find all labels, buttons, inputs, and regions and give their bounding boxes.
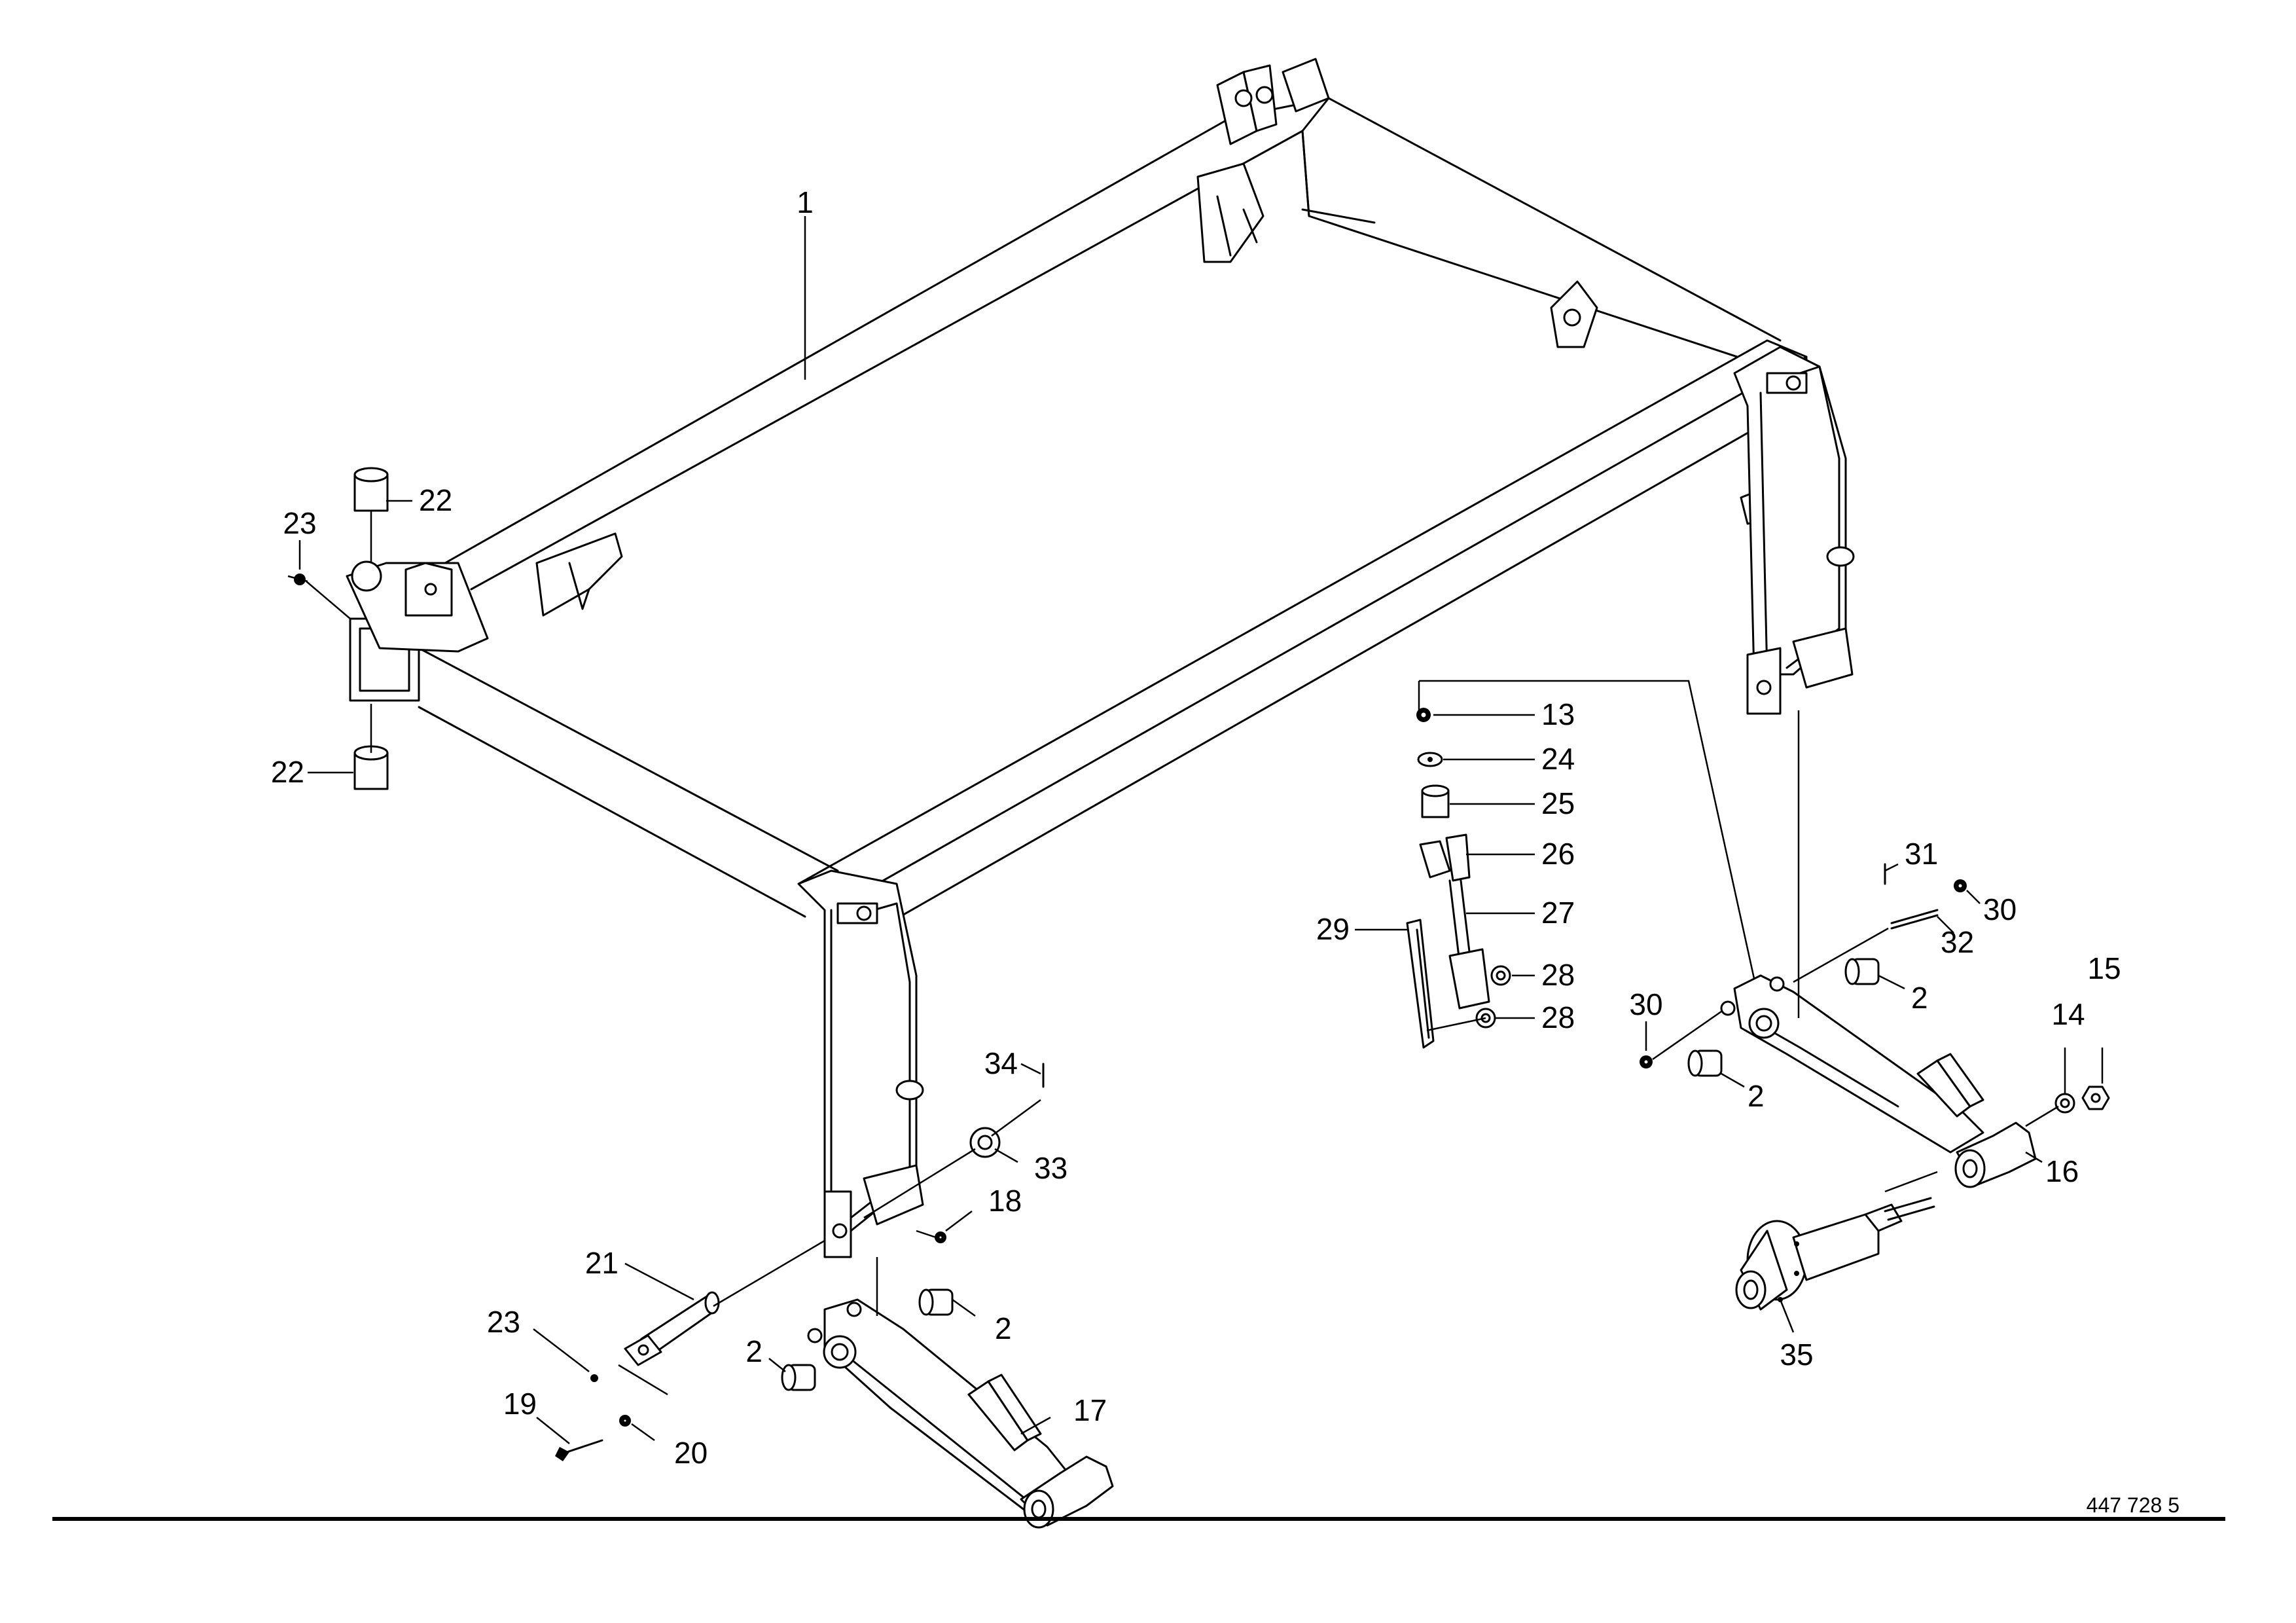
shock-absorber-assembly [1406,680,1762,1049]
callout-32: 32 [1941,925,1974,959]
callout-30-right: 30 [1983,892,2017,926]
callout-25: 25 [1541,786,1575,820]
callout-22-top: 22 [419,483,452,517]
callout-34: 34 [984,1046,1018,1080]
pin-assembly-left [555,1063,1045,1461]
callout-2-left-lower: 2 [745,1334,762,1368]
callout-22-bottom: 22 [271,755,304,789]
right-swing-arm-16 [1640,710,2110,1193]
callout-28-upper: 28 [1541,958,1575,992]
bushing-22-top [353,467,389,563]
right-front-leg [1733,346,1855,715]
callout-27: 27 [1541,896,1575,930]
left-swing-arm-17 [781,1257,1114,1529]
callout-35: 35 [1780,1338,1813,1372]
callout-30-left: 30 [1629,987,1662,1021]
callout-13: 13 [1541,697,1575,731]
callout-26: 26 [1541,837,1575,871]
callout-20: 20 [674,1436,708,1470]
callout-16: 16 [2045,1154,2079,1188]
document-number: 447 728 5 [2087,1493,2179,1517]
callout-31: 31 [1905,837,1938,871]
callout-labels: 1 22 23 22 13 24 25 26 27 29 28 28 31 30… [271,185,2121,1470]
callout-17: 17 [1073,1393,1107,1427]
callout-2-right-upper: 2 [1911,981,1928,1015]
callout-19: 19 [503,1387,537,1421]
callout-2-left-upper: 2 [995,1311,1012,1345]
leader-lines [298,216,2104,1444]
callout-33: 33 [1034,1151,1067,1185]
grease-nipple-23-top [287,574,351,619]
left-front-leg [797,869,924,1258]
callout-28-lower: 28 [1541,1000,1575,1034]
callout-24: 24 [1541,742,1575,776]
callout-2-right-lower: 2 [1748,1079,1765,1113]
bushing-22-bottom [353,704,389,790]
callout-23-top: 23 [283,506,316,540]
callout-15: 15 [2087,951,2121,985]
callout-23-bottom: 23 [487,1305,520,1339]
wheel-hub-35 [1735,1197,1935,1311]
callout-18: 18 [988,1184,1022,1218]
callout-29: 29 [1316,912,1350,946]
main-frame [346,58,1808,957]
callout-1: 1 [797,185,814,219]
callout-14: 14 [2051,997,2085,1031]
callout-21: 21 [585,1246,619,1280]
